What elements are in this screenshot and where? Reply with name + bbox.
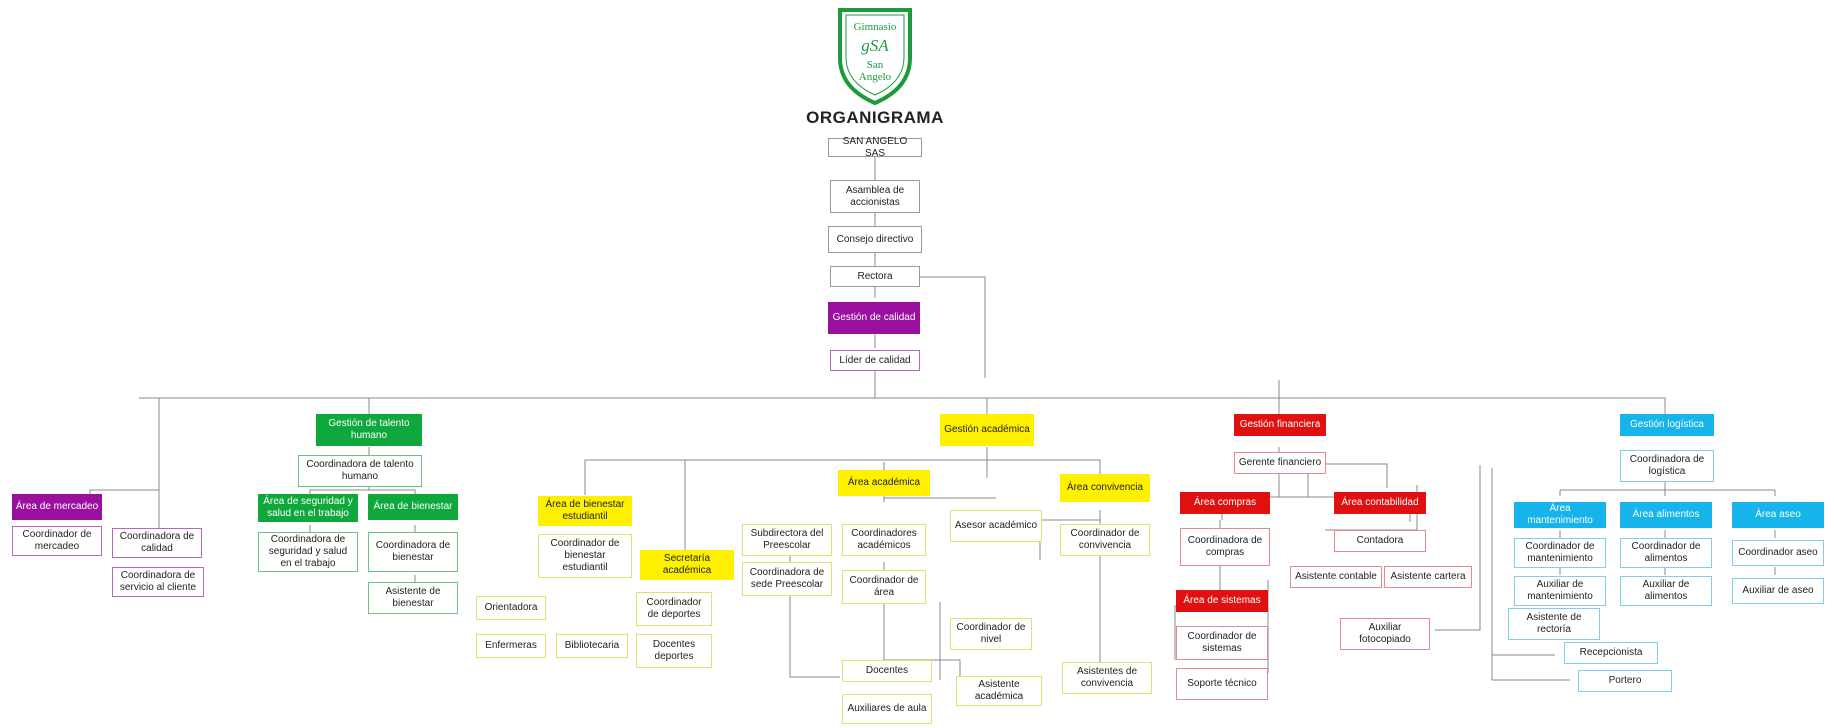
node-gestion-financiera: Gestión financiera [1234,414,1326,436]
node-san-angelo-sas: SAN ANGELO SAS [828,136,922,159]
node-asistente-rectoria: Asistente de rectoría [1508,608,1600,640]
node-bibliotecaria: Bibliotecaria [556,634,628,658]
node-gestion-academica: Gestión académica [940,414,1034,446]
node-coordinadora-bienestar: Coordinadora de bienestar [368,532,458,572]
node-gerente-financiero: Gerente financiero [1234,452,1326,474]
node-soporte-tecnico: Soporte técnico [1176,668,1268,700]
node-portero: Portero [1578,670,1672,692]
node-asistente-academica: Asistente académica [956,676,1042,706]
node-coordinadores-academicos: Coordinadores académicos [842,524,926,556]
node-area-contabilidad: Área contabilidad [1334,492,1426,514]
node-coordinador-convivencia: Coordinador de convivencia [1060,524,1150,556]
node-contadora: Contadora [1334,530,1426,552]
node-area-alimentos: Área alimentos [1620,502,1712,528]
node-docentes-deportes: Docentes deportes [636,634,712,668]
node-area-sistemas: Área de sistemas [1176,590,1268,612]
node-coordinador-mantenimiento: Coordinador de mantenimiento [1514,538,1606,568]
node-area-bienestar: Área de bienestar [368,494,458,520]
node-auxiliar-alimentos: Auxiliar de alimentos [1620,576,1712,606]
node-area-seguridad-salud: Área de seguridad y salud en el trabajo [258,494,358,522]
node-coordinadora-calidad: Coordinadora de calidad [112,528,202,558]
node-coordinadora-sst: Coordinadora de seguridad y salud en el … [258,532,358,572]
node-gestion-logistica: Gestión logística [1620,414,1714,436]
node-coordinadora-compras: Coordinadora de compras [1180,528,1270,566]
node-coordinadora-logistica: Coordinadora de logística [1620,450,1714,482]
node-docentes: Docentes [842,660,932,682]
node-auxiliar-mantenimiento: Auxiliar de mantenimiento [1514,576,1606,606]
node-area-mercadeo: Área de mercadeo [12,494,102,520]
node-orientadora: Orientadora [476,596,546,620]
node-asamblea-accionistas: Asamblea de accionistas [830,180,920,213]
node-area-aseo: Área aseo [1732,502,1824,528]
node-asistente-bienestar: Asistente de bienestar [368,582,458,614]
node-subdirectora-preescolar: Subdirectora del Preescolar [742,524,832,556]
node-coordinador-bienestar-estudiantil: Coordinador de bienestar estudiantil [538,534,632,578]
svg-text:Angelo: Angelo [859,71,892,83]
node-area-bienestar-estudiantil: Área de bienestar estudiantil [538,496,632,526]
node-coordinador-nivel: Coordinador de nivel [950,618,1032,650]
node-asistente-cartera: Asistente cartera [1384,566,1472,588]
node-coordinadora-talento-humano: Coordinadora de talento humano [298,455,422,487]
node-area-convivencia: Área convivencia [1060,474,1150,502]
node-coordinador-mercadeo: Coordinador de mercadeo [12,526,102,556]
node-coordinador-deportes: Coordinador de deportes [636,592,712,626]
school-crest-logo: Gimnasio gSA San Angelo [838,8,912,106]
node-area-compras: Área compras [1180,492,1270,514]
node-asistentes-convivencia: Asistentes de convivencia [1062,662,1152,694]
node-secretaria-academica: Secretaría académica [640,550,734,580]
node-enfermeras: Enfermeras [476,634,546,658]
node-auxiliares-aula: Auxiliares de aula [842,694,932,724]
node-coordinador-aseo: Coordinador aseo [1732,540,1824,566]
node-asistente-contable: Asistente contable [1290,566,1382,588]
svg-text:gSA: gSA [861,36,889,55]
node-area-academica: Área académica [838,470,930,496]
node-coordinadora-sede-preescolar: Coordinadora de sede Preescolar [742,562,832,596]
node-lider-calidad: Líder de calidad [830,350,920,371]
svg-text:Gimnasio: Gimnasio [854,21,897,33]
node-auxiliar-aseo: Auxiliar de aseo [1732,578,1824,604]
node-coordinador-alimentos: Coordinador de alimentos [1620,538,1712,568]
node-consejo-directivo: Consejo directivo [828,226,922,253]
node-coordinadora-servicio-cliente: Coordinadora de servicio al cliente [112,567,204,597]
node-gestion-calidad: Gestión de calidad [828,302,920,334]
node-recepcionista: Recepcionista [1564,642,1658,664]
node-auxiliar-fotocopiado: Auxiliar fotocopiado [1340,618,1430,650]
node-asesor-academico: Asesor académico [950,510,1042,542]
node-coordinador-sistemas: Coordinador de sistemas [1176,626,1268,660]
node-coordinador-area: Coordinador de área [842,570,926,604]
node-gestion-talento-humano: Gestión de talento humano [316,414,422,446]
page-title: ORGANIGRAMA [806,108,944,127]
svg-text:San: San [867,59,884,71]
node-rectora: Rectora [830,266,920,287]
node-area-mantenimiento: Área mantenimiento [1514,502,1606,528]
